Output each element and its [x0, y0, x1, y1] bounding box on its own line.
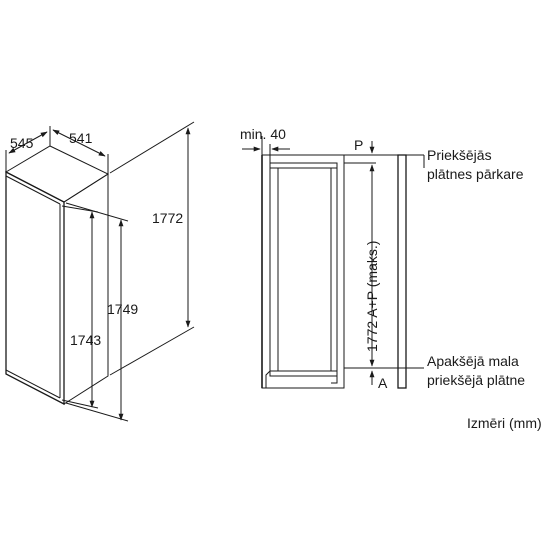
- total-height-label: 1772: [152, 210, 183, 226]
- appliance-perspective-view: [4, 121, 195, 422]
- appliance-side-face: [63, 173, 109, 405]
- extension-line: [109, 326, 195, 376]
- hinge-detail: [328, 375, 338, 384]
- p-label: P: [354, 137, 363, 153]
- extension-line: [61, 205, 99, 213]
- extension-line: [109, 121, 195, 174]
- min-gap-label: min. 40: [240, 126, 286, 142]
- appliance-body: [269, 162, 338, 377]
- niche-height-label: 1772 A+P (maks.): [364, 241, 380, 352]
- front-overhang-label-line2: plātnes pārkare: [427, 166, 524, 182]
- door-edge-top: [5, 175, 61, 205]
- appliance-front-face: [5, 170, 65, 406]
- front-panel: [397, 154, 407, 389]
- width-label: 541: [69, 130, 93, 146]
- niche-cabinet: [261, 154, 345, 389]
- lower-edge-label-line2: priekšējā plātne: [427, 372, 525, 388]
- appliance-top-face: [4, 145, 110, 203]
- depth-label: 545: [10, 135, 34, 151]
- height-1743-label: 1743: [70, 332, 101, 348]
- door-edge-bottom: [5, 369, 61, 399]
- front-overhang-label-line1: Priekšējās: [427, 147, 492, 163]
- units-note: Izmēri (mm): [467, 415, 542, 431]
- height-1749-label: 1749: [107, 301, 138, 317]
- depth-dimension-line: [8, 131, 48, 154]
- width-dimension-line: [52, 129, 106, 157]
- plinth-detail: [265, 370, 271, 388]
- a-label: A: [378, 375, 388, 391]
- extension-line: [65, 402, 129, 422]
- niche-section-view: [242, 136, 425, 389]
- lower-edge-label-line1: Apakšējā mala: [427, 353, 519, 369]
